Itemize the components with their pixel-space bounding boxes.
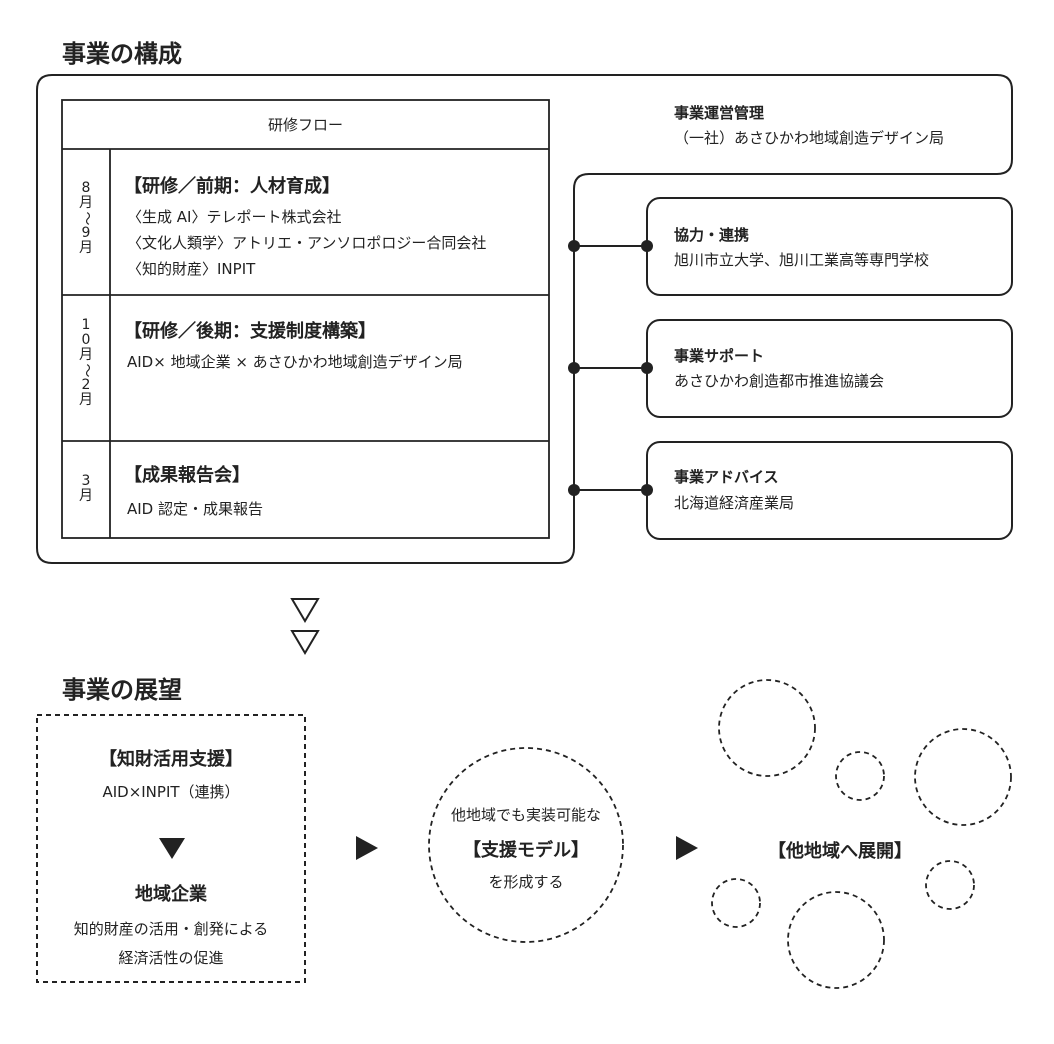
phase-line: 〈知的財産〉INPIT (127, 260, 256, 278)
expansion-circle (711, 878, 761, 928)
partner-box-advice (646, 441, 1013, 540)
local-companies-desc: 経済活性の促進 (118, 949, 224, 967)
support-model-circle (428, 747, 624, 943)
partner-body: 旭川市立大学、旭川工業高等専門学校 (674, 251, 930, 269)
partner-body: 北海道経済産業局 (674, 494, 795, 512)
partner-title: 事業サポート (674, 347, 765, 365)
management-title: 事業運営管理 (674, 104, 765, 122)
ip-support-title: 【知財活用支援】 (99, 749, 243, 770)
model-line: 他地域でも実装可能な (450, 806, 601, 824)
partner-box-cooperation (646, 197, 1013, 296)
vision-dashed-box (36, 714, 306, 983)
partner-box-support (646, 319, 1013, 418)
expand-title: 【他地域へ展開】 (768, 841, 912, 862)
connector-cooperation (568, 240, 653, 252)
management-frame (36, 74, 1013, 564)
connector-advice (568, 484, 653, 496)
expansion-circle (718, 679, 816, 777)
phase-title: 【成果報告会】 (124, 465, 250, 486)
section-heading-vision: 事業の展望 (62, 676, 182, 704)
outline-down-triangle-icon (290, 598, 320, 623)
partner-title: 事業アドバイス (674, 468, 779, 486)
connector-support (568, 362, 653, 374)
phase-title: 【研修／前期：人材育成】 (124, 176, 340, 197)
expansion-circle (925, 860, 975, 910)
ip-support-subtitle: AID×INPIT（連携） (102, 783, 240, 801)
section-heading-structure: 事業の構成 (62, 40, 182, 68)
phase-line: AID 認定・成果報告 (127, 500, 264, 518)
phase-line: 〈生成 AI〉テレポート株式会社 (127, 208, 342, 226)
phase-title: 【研修／後期：支援制度構築】 (124, 321, 376, 342)
flow-table-title: 研修フロー (267, 116, 343, 134)
model-line: を形成する (488, 873, 564, 891)
phase-line: AID× 地域企業 × あさひかわ地域創造デザイン局 (127, 353, 463, 371)
local-companies-title: 地域企業 (135, 884, 207, 905)
expansion-circle (787, 891, 885, 989)
expansion-circles (711, 679, 1012, 989)
expansion-circle (835, 751, 885, 801)
filled-right-triangle-icon (356, 836, 378, 860)
local-companies-desc: 知的財産の活用・創発による (73, 920, 269, 938)
outline-down-triangle-icon (290, 630, 320, 655)
management-body: （一社）あさひかわ地域創造デザイン局 (674, 129, 945, 147)
expansion-circle (914, 728, 1012, 826)
partner-body: あさひかわ創造都市推進協議会 (674, 372, 885, 390)
model-title: 【支援モデル】 (463, 840, 589, 861)
filled-right-triangle-icon (676, 836, 698, 860)
flow-table (61, 99, 550, 539)
filled-down-triangle-icon (159, 838, 185, 859)
partner-title: 協力・連携 (674, 226, 750, 244)
phase-line: 〈文化人類学〉アトリエ・アンソロポロジー合同会社 (127, 234, 487, 252)
